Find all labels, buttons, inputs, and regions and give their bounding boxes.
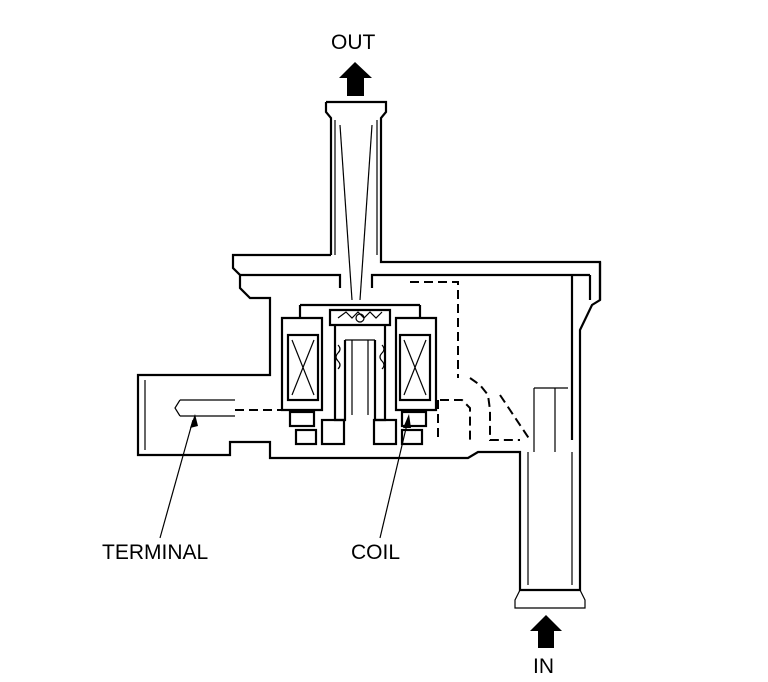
valve-body <box>136 253 602 592</box>
terminal-connector <box>144 380 235 450</box>
inlet-pipe <box>514 387 586 609</box>
coil-assembly <box>280 316 438 446</box>
out-flow-arrow <box>339 62 372 96</box>
coil-label: COIL <box>351 541 401 564</box>
leader-lines <box>159 414 411 539</box>
plunger-core <box>298 303 422 446</box>
in-label: IN <box>533 655 554 678</box>
in-flow-arrow <box>530 615 562 648</box>
outlet-pipe <box>324 100 388 301</box>
internal-chamber <box>235 281 531 441</box>
out-label: OUT <box>331 31 376 54</box>
terminal-label: TERMINAL <box>102 541 209 564</box>
